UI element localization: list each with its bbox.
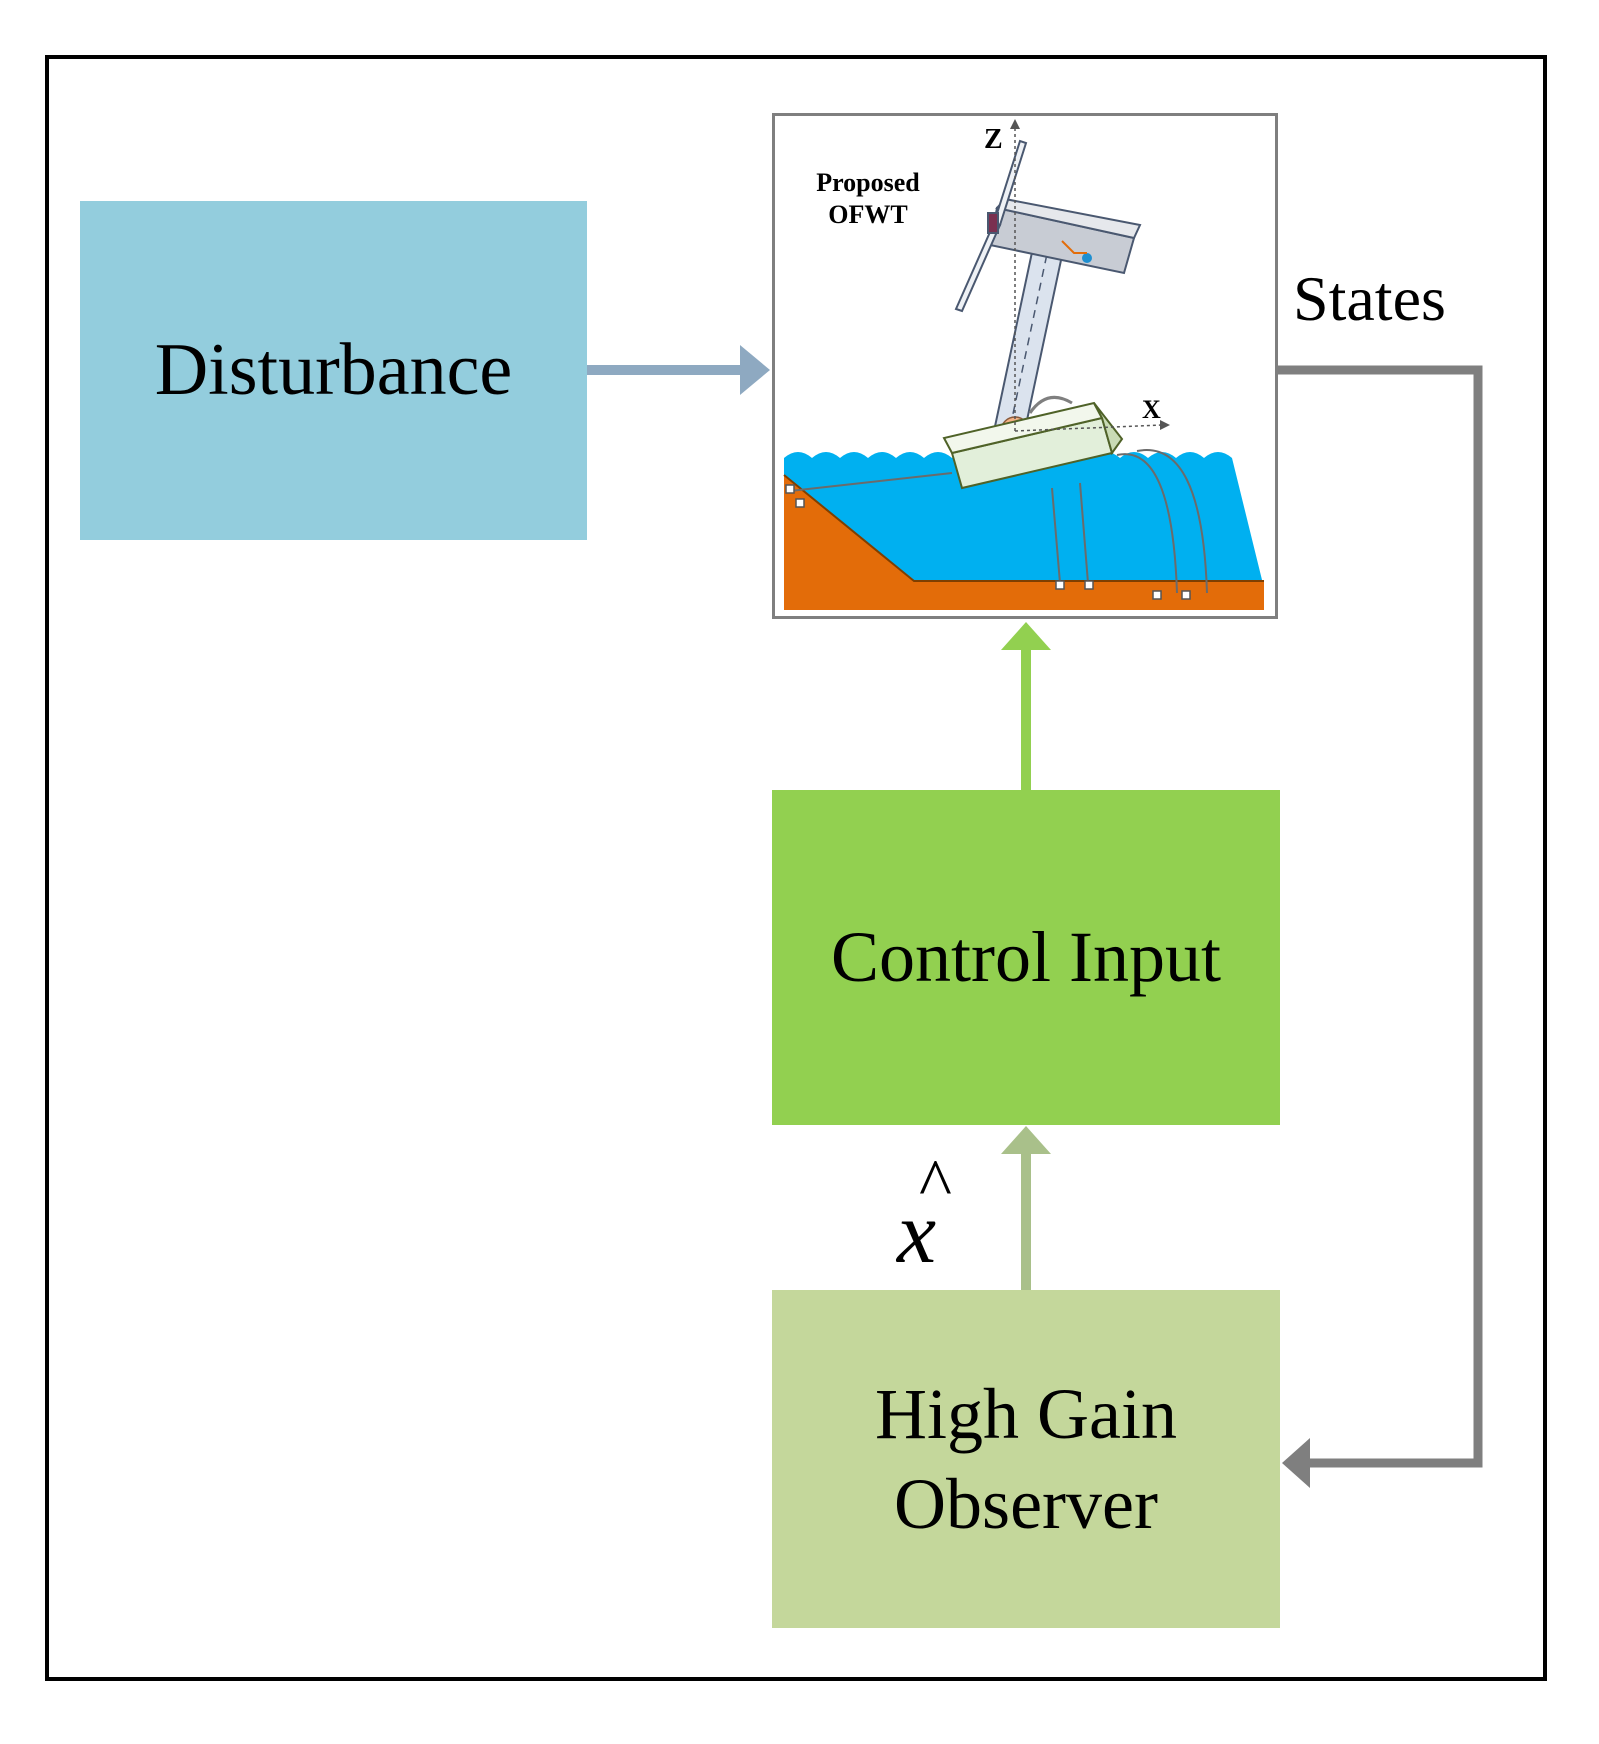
states-label: States bbox=[1293, 263, 1446, 334]
observer-arrowhead bbox=[1001, 1126, 1051, 1154]
x-axis-arrowhead bbox=[1160, 420, 1170, 430]
z-axis-label: Z bbox=[984, 124, 1003, 155]
anchor-points bbox=[785, 484, 1191, 600]
x-hat-label: ^x bbox=[897, 1146, 952, 1284]
z-axis-arrowhead bbox=[1010, 119, 1020, 129]
turbine-rotor bbox=[954, 139, 1028, 313]
platform-support bbox=[1028, 395, 1073, 414]
observer-label-line2: Observer bbox=[894, 1464, 1158, 1544]
x-hat-symbol: x bbox=[897, 1185, 937, 1282]
control-arrowhead bbox=[1001, 622, 1051, 650]
high-gain-observer-block: High Gain Observer bbox=[772, 1290, 1280, 1628]
floating-platform bbox=[942, 401, 1124, 490]
disturbance-label: Disturbance bbox=[154, 329, 513, 411]
control-input-block: Control Input bbox=[772, 790, 1280, 1125]
observer-label-line1: High Gain bbox=[875, 1374, 1177, 1454]
disturbance-block: Disturbance bbox=[80, 201, 587, 540]
plant-title-line1: Proposed bbox=[816, 168, 920, 197]
states-feedback-arrowhead bbox=[1282, 1438, 1310, 1488]
diagram-frame bbox=[45, 55, 1547, 1681]
seabed bbox=[784, 475, 1264, 610]
coordinate-axes bbox=[1014, 125, 1163, 432]
sea-water bbox=[784, 452, 1264, 588]
control-input-label: Control Input bbox=[831, 917, 1221, 997]
x-axis-label: X bbox=[1142, 395, 1161, 424]
states-feedback-line bbox=[1278, 365, 1483, 1468]
plant-title-line2: OFWT bbox=[828, 200, 907, 229]
seabed-edge bbox=[783, 474, 1264, 582]
hat-accent: ^ bbox=[919, 1146, 952, 1223]
ofwt-plant-illustration: Z X Proposed OFWT bbox=[772, 113, 1278, 619]
mooring-lines bbox=[789, 449, 1208, 594]
disturbance-arrowhead bbox=[740, 345, 770, 395]
